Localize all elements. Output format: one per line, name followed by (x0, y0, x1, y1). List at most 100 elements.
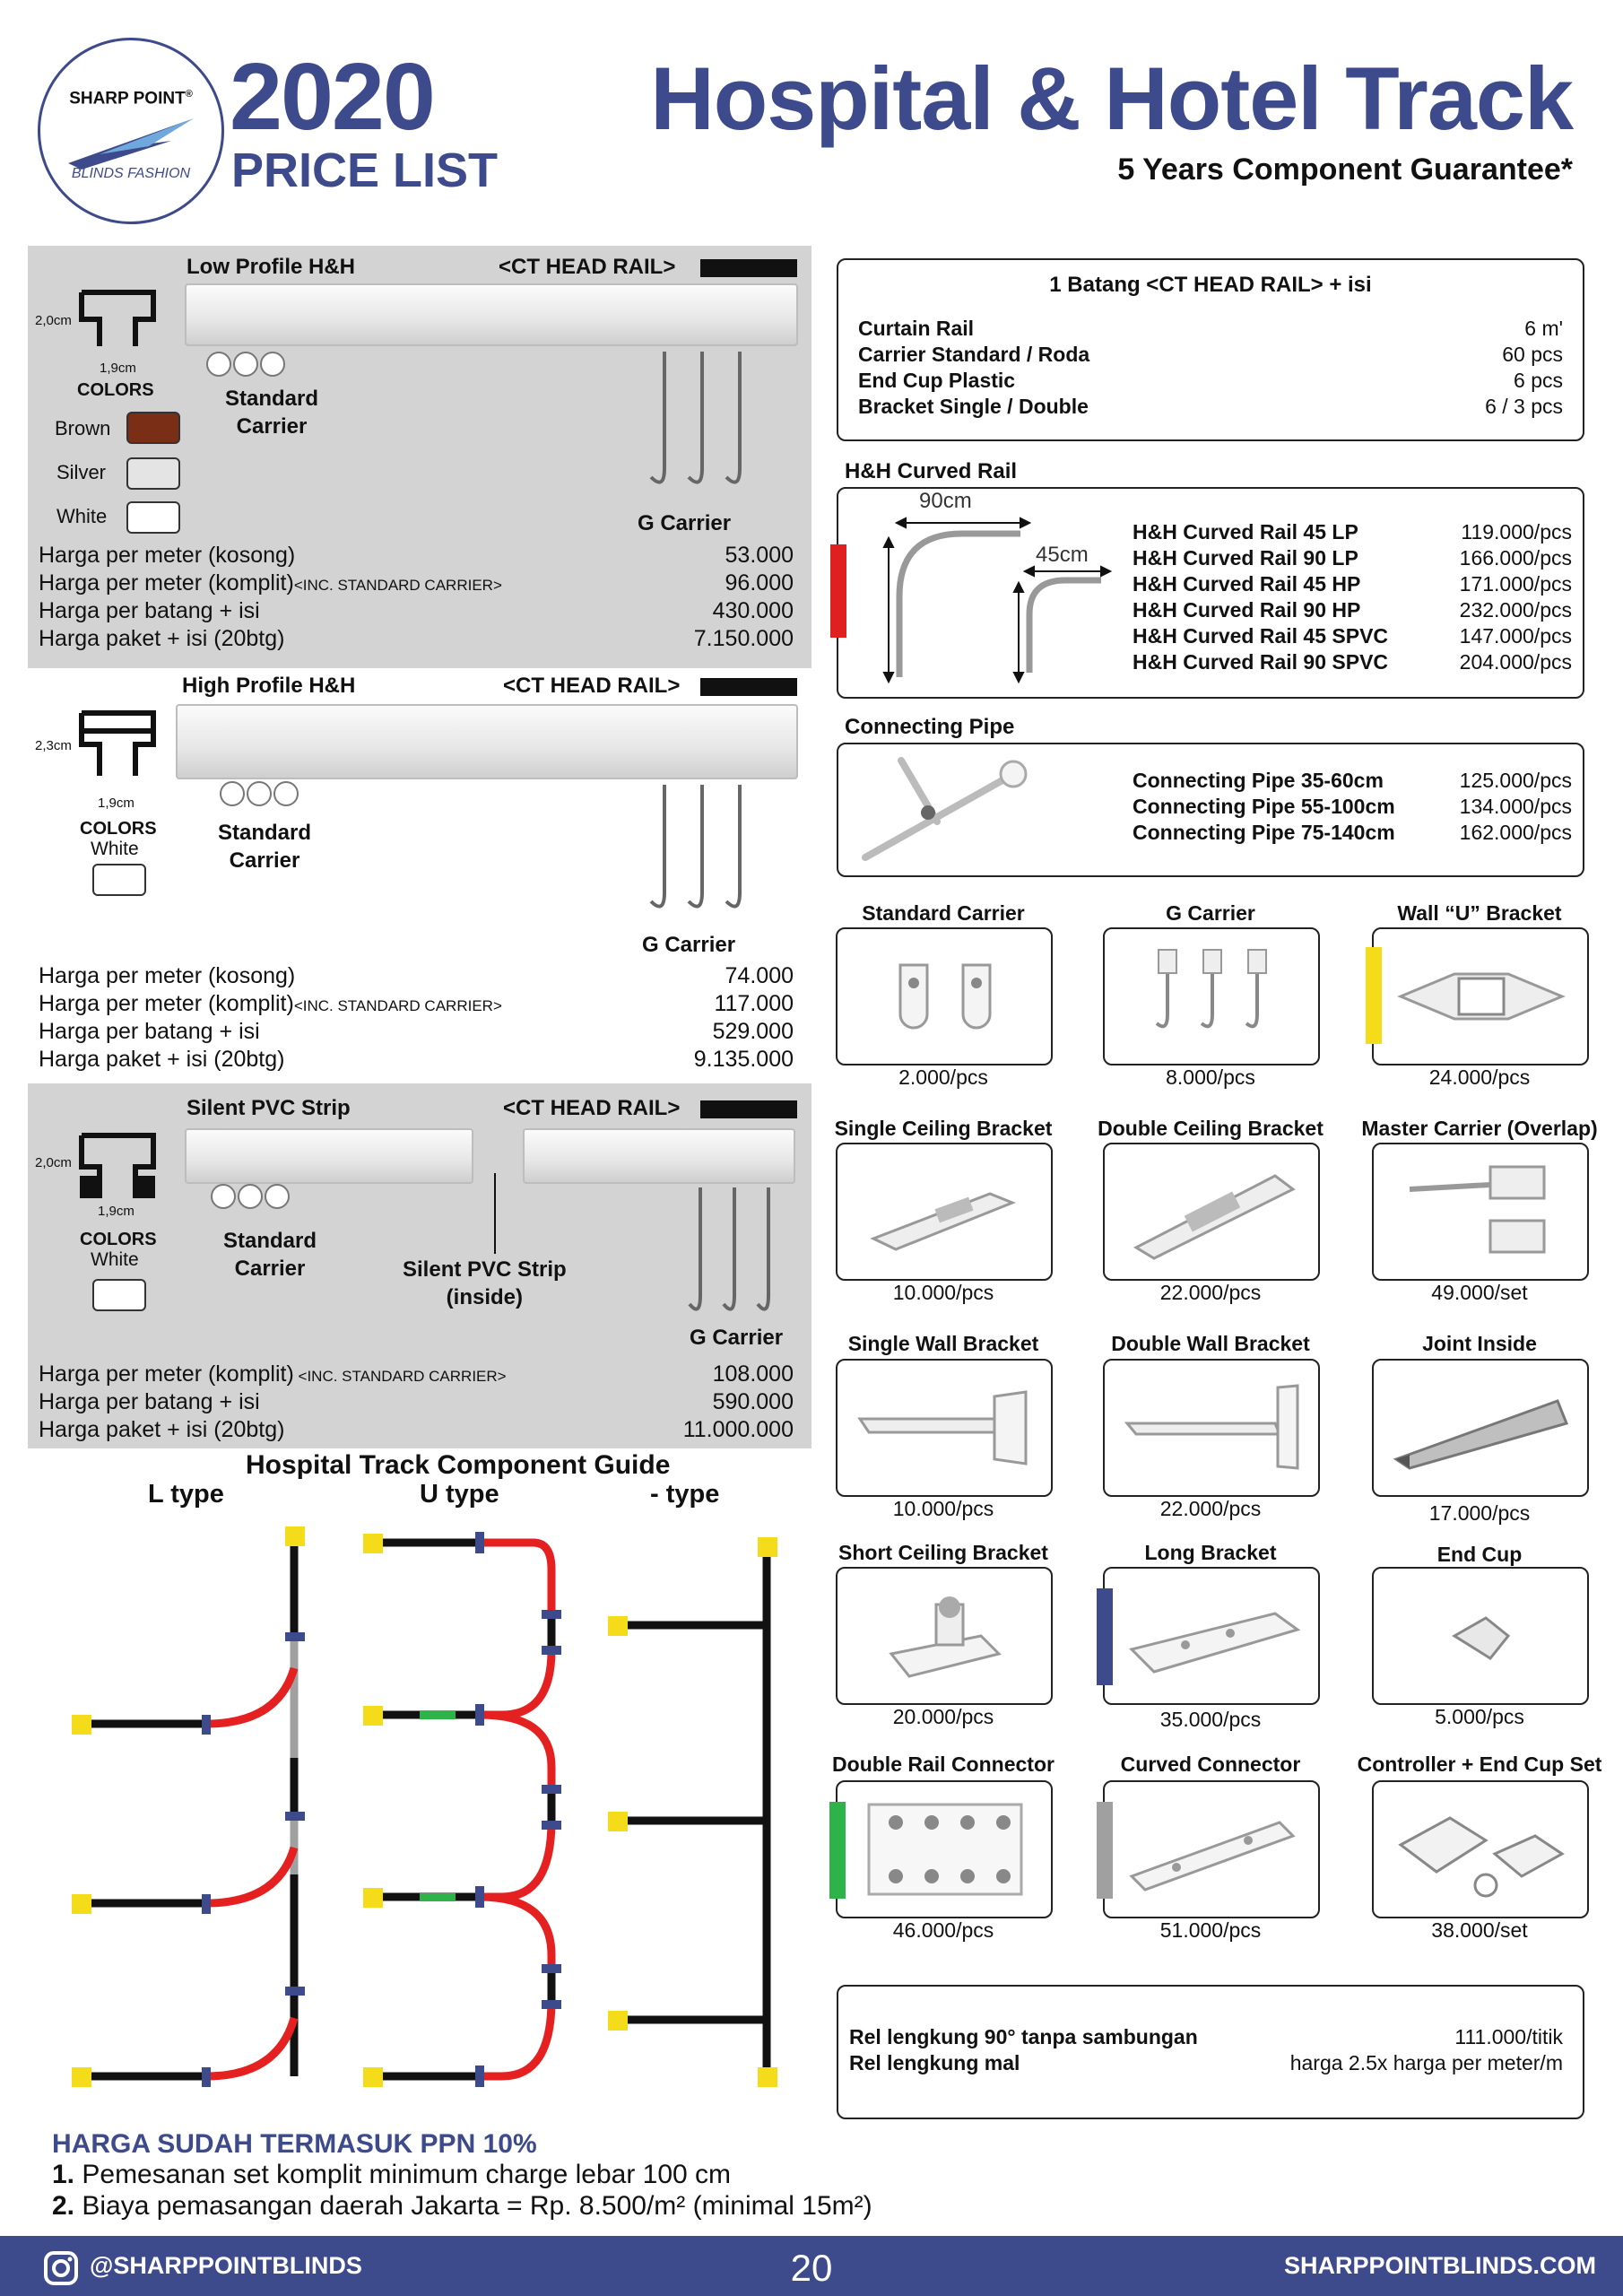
page-title: Hospital & Hotel Track (650, 48, 1574, 148)
silent-strip-label: Silent PVC Strip (inside) (403, 1257, 567, 1309)
price-row: Harga per meter (komplit)<INC. STANDARD … (39, 570, 794, 596)
component-card-double-wall-bracket (1103, 1359, 1320, 1497)
standard-carrier-icon (898, 963, 992, 1030)
rail-image-right (523, 1128, 795, 1184)
connecting-pipe-icon (862, 757, 1028, 861)
component-name: Double Rail Connector (832, 1752, 1055, 1776)
component-card-standard-carrier (836, 927, 1053, 1065)
accent-bar (1366, 947, 1382, 1044)
page-number: 20 (790, 2247, 833, 2289)
price-row: Harga per meter (komplit) <INC. STANDARD… (39, 1361, 794, 1387)
logo-arrow-icon (68, 118, 194, 170)
component-name: Long Bracket (1144, 1541, 1277, 1564)
g-carrier-icon (649, 785, 742, 909)
guide-type-l: L type (148, 1480, 224, 1509)
colors-label: COLORS (80, 1230, 157, 1249)
standard-carrier-label: Standard Carrier (218, 821, 312, 873)
curved-dim-a: 90cm (919, 489, 972, 513)
rail-color-bar (700, 259, 797, 277)
guide-type-u: U type (420, 1480, 499, 1509)
dim-width: 1,9cm (98, 1204, 135, 1219)
dim-height: 2,0cm (35, 313, 72, 328)
component-card-long-bracket (1097, 1567, 1320, 1705)
component-price: 17.000/pcs (1428, 1501, 1531, 1525)
year-heading: 2020 (230, 44, 436, 150)
instagram-handle[interactable]: @SHARPPOINTBLINDS (90, 2252, 362, 2279)
logo-brand-text: SHARP POINT® (69, 89, 193, 109)
component-card-single-wall-bracket (836, 1359, 1053, 1497)
component-card-controller-end-cup-set (1372, 1780, 1589, 1918)
component-price: 46.000/pcs (892, 1918, 994, 1942)
low-profile-panel: Low Profile H&H <CT HEAD RAIL> 2,0cm 1,9… (28, 246, 812, 668)
footer-bar: @SHARPPOINTBLINDS 20 SHARPPOINTBLINDS.CO… (0, 2236, 1623, 2296)
accent-bar (1097, 1802, 1113, 1899)
high-profile-rail-tag: <CT HEAD RAIL> (503, 674, 681, 698)
component-name: Double Ceiling Bracket (1098, 1117, 1324, 1140)
component-card-end-cup (1372, 1567, 1589, 1705)
joint-inside-icon (1393, 1399, 1569, 1470)
component-card-short-ceiling-bracket (836, 1567, 1053, 1705)
price-row: Harga per meter (komplit)<INC. STANDARD … (39, 991, 794, 1016)
component-name: Wall “U” Bracket (1397, 901, 1562, 925)
standard-carrier-icon (220, 781, 299, 806)
color-swatch-white (92, 864, 146, 896)
profile-section-icon (79, 1133, 156, 1198)
rail-color-bar (700, 678, 797, 696)
component-name: Single Wall Bracket (847, 1332, 1039, 1355)
price-list-heading: PRICE LIST (231, 144, 499, 197)
dim-width: 1,9cm (100, 361, 136, 376)
standard-carrier-icon (211, 1184, 290, 1209)
component-name: Short Ceiling Bracket (838, 1541, 1048, 1564)
price-row: Harga per meter (kosong)74.000 (39, 963, 794, 988)
ceiling-bracket-icon (870, 1192, 1017, 1251)
rail-image (176, 704, 798, 779)
component-card-double-ceiling-bracket (1103, 1143, 1320, 1281)
component-price: 22.000/pcs (1159, 1497, 1262, 1520)
component-price: 35.000/pcs (1159, 1708, 1262, 1731)
component-price: 10.000/pcs (892, 1497, 994, 1520)
high-profile-name: High Profile H&H (182, 674, 356, 698)
curved-connector-icon (1129, 1821, 1296, 1892)
component-price: 51.000/pcs (1159, 1918, 1262, 1942)
wall-bracket-icon (1124, 1384, 1299, 1470)
rail-image (185, 283, 798, 346)
colors-label: COLORS (77, 380, 154, 400)
component-name: End Cup (1436, 1543, 1523, 1566)
curved-accent-bar (830, 544, 846, 638)
dim-width: 1,9cm (98, 796, 135, 811)
color-swatch-silver (126, 457, 180, 490)
website-link[interactable]: SHARPPOINTBLINDS.COM (1283, 2252, 1596, 2279)
guide-title: Hospital Track Component Guide (246, 1450, 671, 1480)
batang-title: 1 Batang <CT HEAD RAIL> + isi (1049, 273, 1372, 297)
connecting-pipe-title: Connecting Pipe (845, 715, 1015, 739)
wall-bracket-icon (857, 1390, 1028, 1465)
color-swatch-white (126, 501, 180, 534)
guide-type-dash: - type (650, 1480, 720, 1509)
notes-heading: HARGA SUDAH TERMASUK PPN 10% (52, 2129, 537, 2159)
dim-height: 2,0cm (35, 1155, 72, 1170)
component-price: 22.000/pcs (1159, 1281, 1262, 1304)
component-name: Double Wall Bracket (1111, 1332, 1310, 1355)
component-name: Curved Connector (1120, 1752, 1301, 1776)
instagram-icon[interactable] (43, 2250, 79, 2286)
price-row: Harga paket + isi (20btg)11.000.000 (39, 1417, 794, 1442)
curved-dim-b: 45cm (1036, 543, 1089, 567)
low-profile-rail-tag: <CT HEAD RAIL> (499, 255, 676, 279)
rail-connector-icon (867, 1803, 1023, 1896)
